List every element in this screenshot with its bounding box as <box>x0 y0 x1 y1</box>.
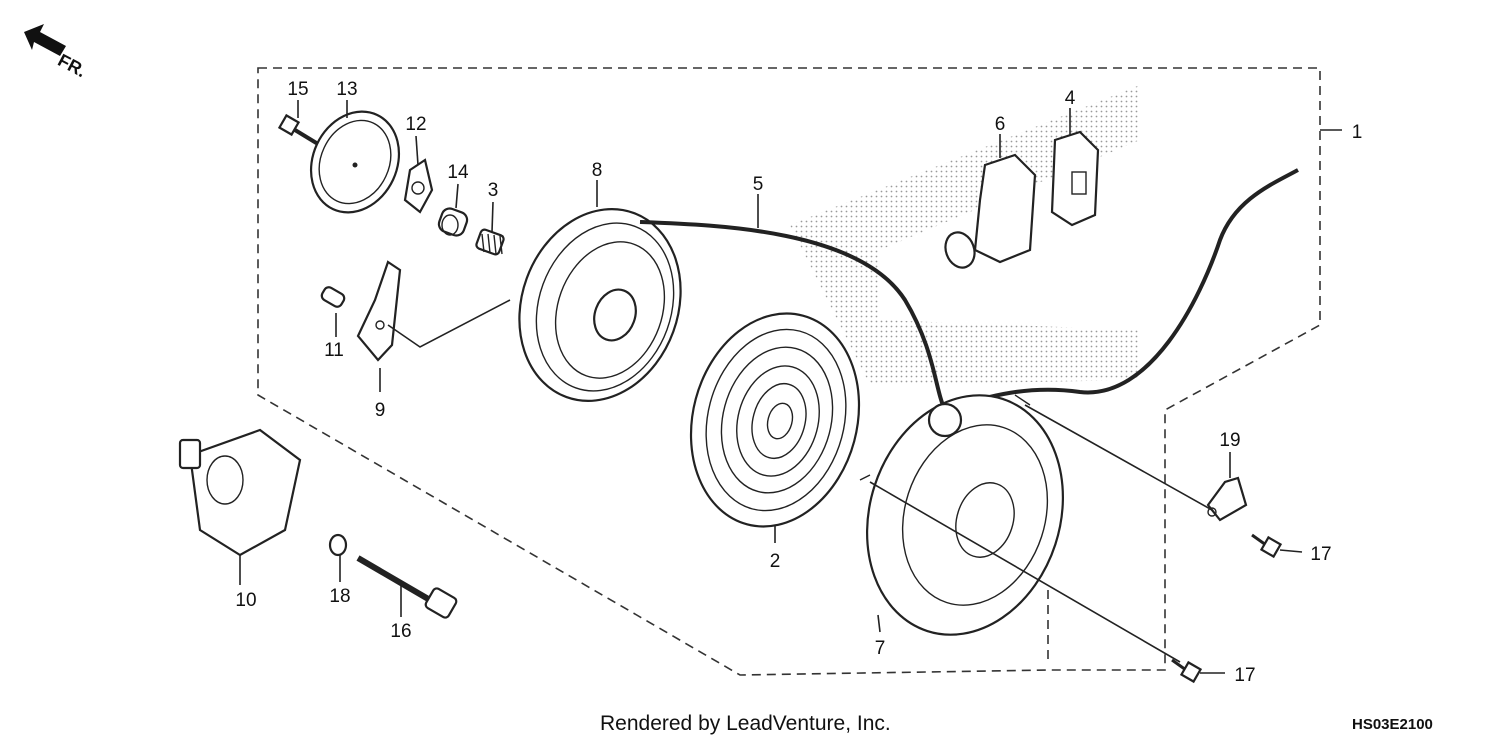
callout-7: 7 <box>875 638 886 659</box>
part-3-spring <box>475 228 505 256</box>
callout-8: 8 <box>592 160 603 181</box>
part-10-starter-pulley <box>178 428 302 557</box>
callout-1: 1 <box>1352 122 1363 143</box>
callout-14: 14 <box>447 162 469 183</box>
callout-11: 11 <box>324 340 344 361</box>
part-11-pin <box>320 286 346 308</box>
background-logo-shading <box>790 85 1140 385</box>
callout-17-upper: 17 <box>1310 544 1331 565</box>
callout-3: 3 <box>488 180 499 201</box>
part-17-bolt-lower <box>1171 658 1203 684</box>
part-6-grip <box>944 153 1037 269</box>
callout-15: 15 <box>287 79 308 100</box>
part-7-starter-case <box>859 394 1065 636</box>
part-17-bolt-upper <box>1251 533 1283 559</box>
part-16-flange-bolt <box>356 555 458 619</box>
part-15-bolt <box>277 113 320 146</box>
part-2-spiral-spring <box>689 312 861 528</box>
callout-19: 19 <box>1219 430 1240 451</box>
callout-12: 12 <box>405 114 426 135</box>
part-19-rope-clamp <box>1206 476 1248 522</box>
callout-4: 4 <box>1065 88 1076 109</box>
front-arrow-icon <box>24 24 66 56</box>
part-8-reel <box>518 208 682 402</box>
assembly-outline <box>257 67 1342 676</box>
callout-18: 18 <box>329 586 350 607</box>
part-4-handle-insert <box>1050 130 1100 227</box>
callout-17-lower: 17 <box>1234 665 1255 686</box>
part-18-washer <box>328 533 348 557</box>
callout-10: 10 <box>235 590 256 611</box>
part-5-rope <box>639 168 1299 413</box>
callout-5: 5 <box>753 174 764 195</box>
callout-2: 2 <box>770 551 781 572</box>
part-13-plate <box>309 110 401 214</box>
part-9-ratchet <box>356 260 402 362</box>
callout-6: 6 <box>995 114 1006 135</box>
callout-9: 9 <box>375 400 386 421</box>
callout-13: 13 <box>336 79 357 100</box>
diagram-code: HS03E2100 <box>1352 716 1433 733</box>
callout-labels: 1 2 3 4 5 6 7 8 9 10 11 12 13 14 15 16 1… <box>235 79 1362 686</box>
part-12-guide <box>403 158 434 214</box>
part-14-collar <box>437 207 469 237</box>
callout-16: 16 <box>390 621 411 642</box>
render-credit: Rendered by LeadVenture, Inc. <box>600 712 891 735</box>
leader-lines <box>239 100 1303 674</box>
